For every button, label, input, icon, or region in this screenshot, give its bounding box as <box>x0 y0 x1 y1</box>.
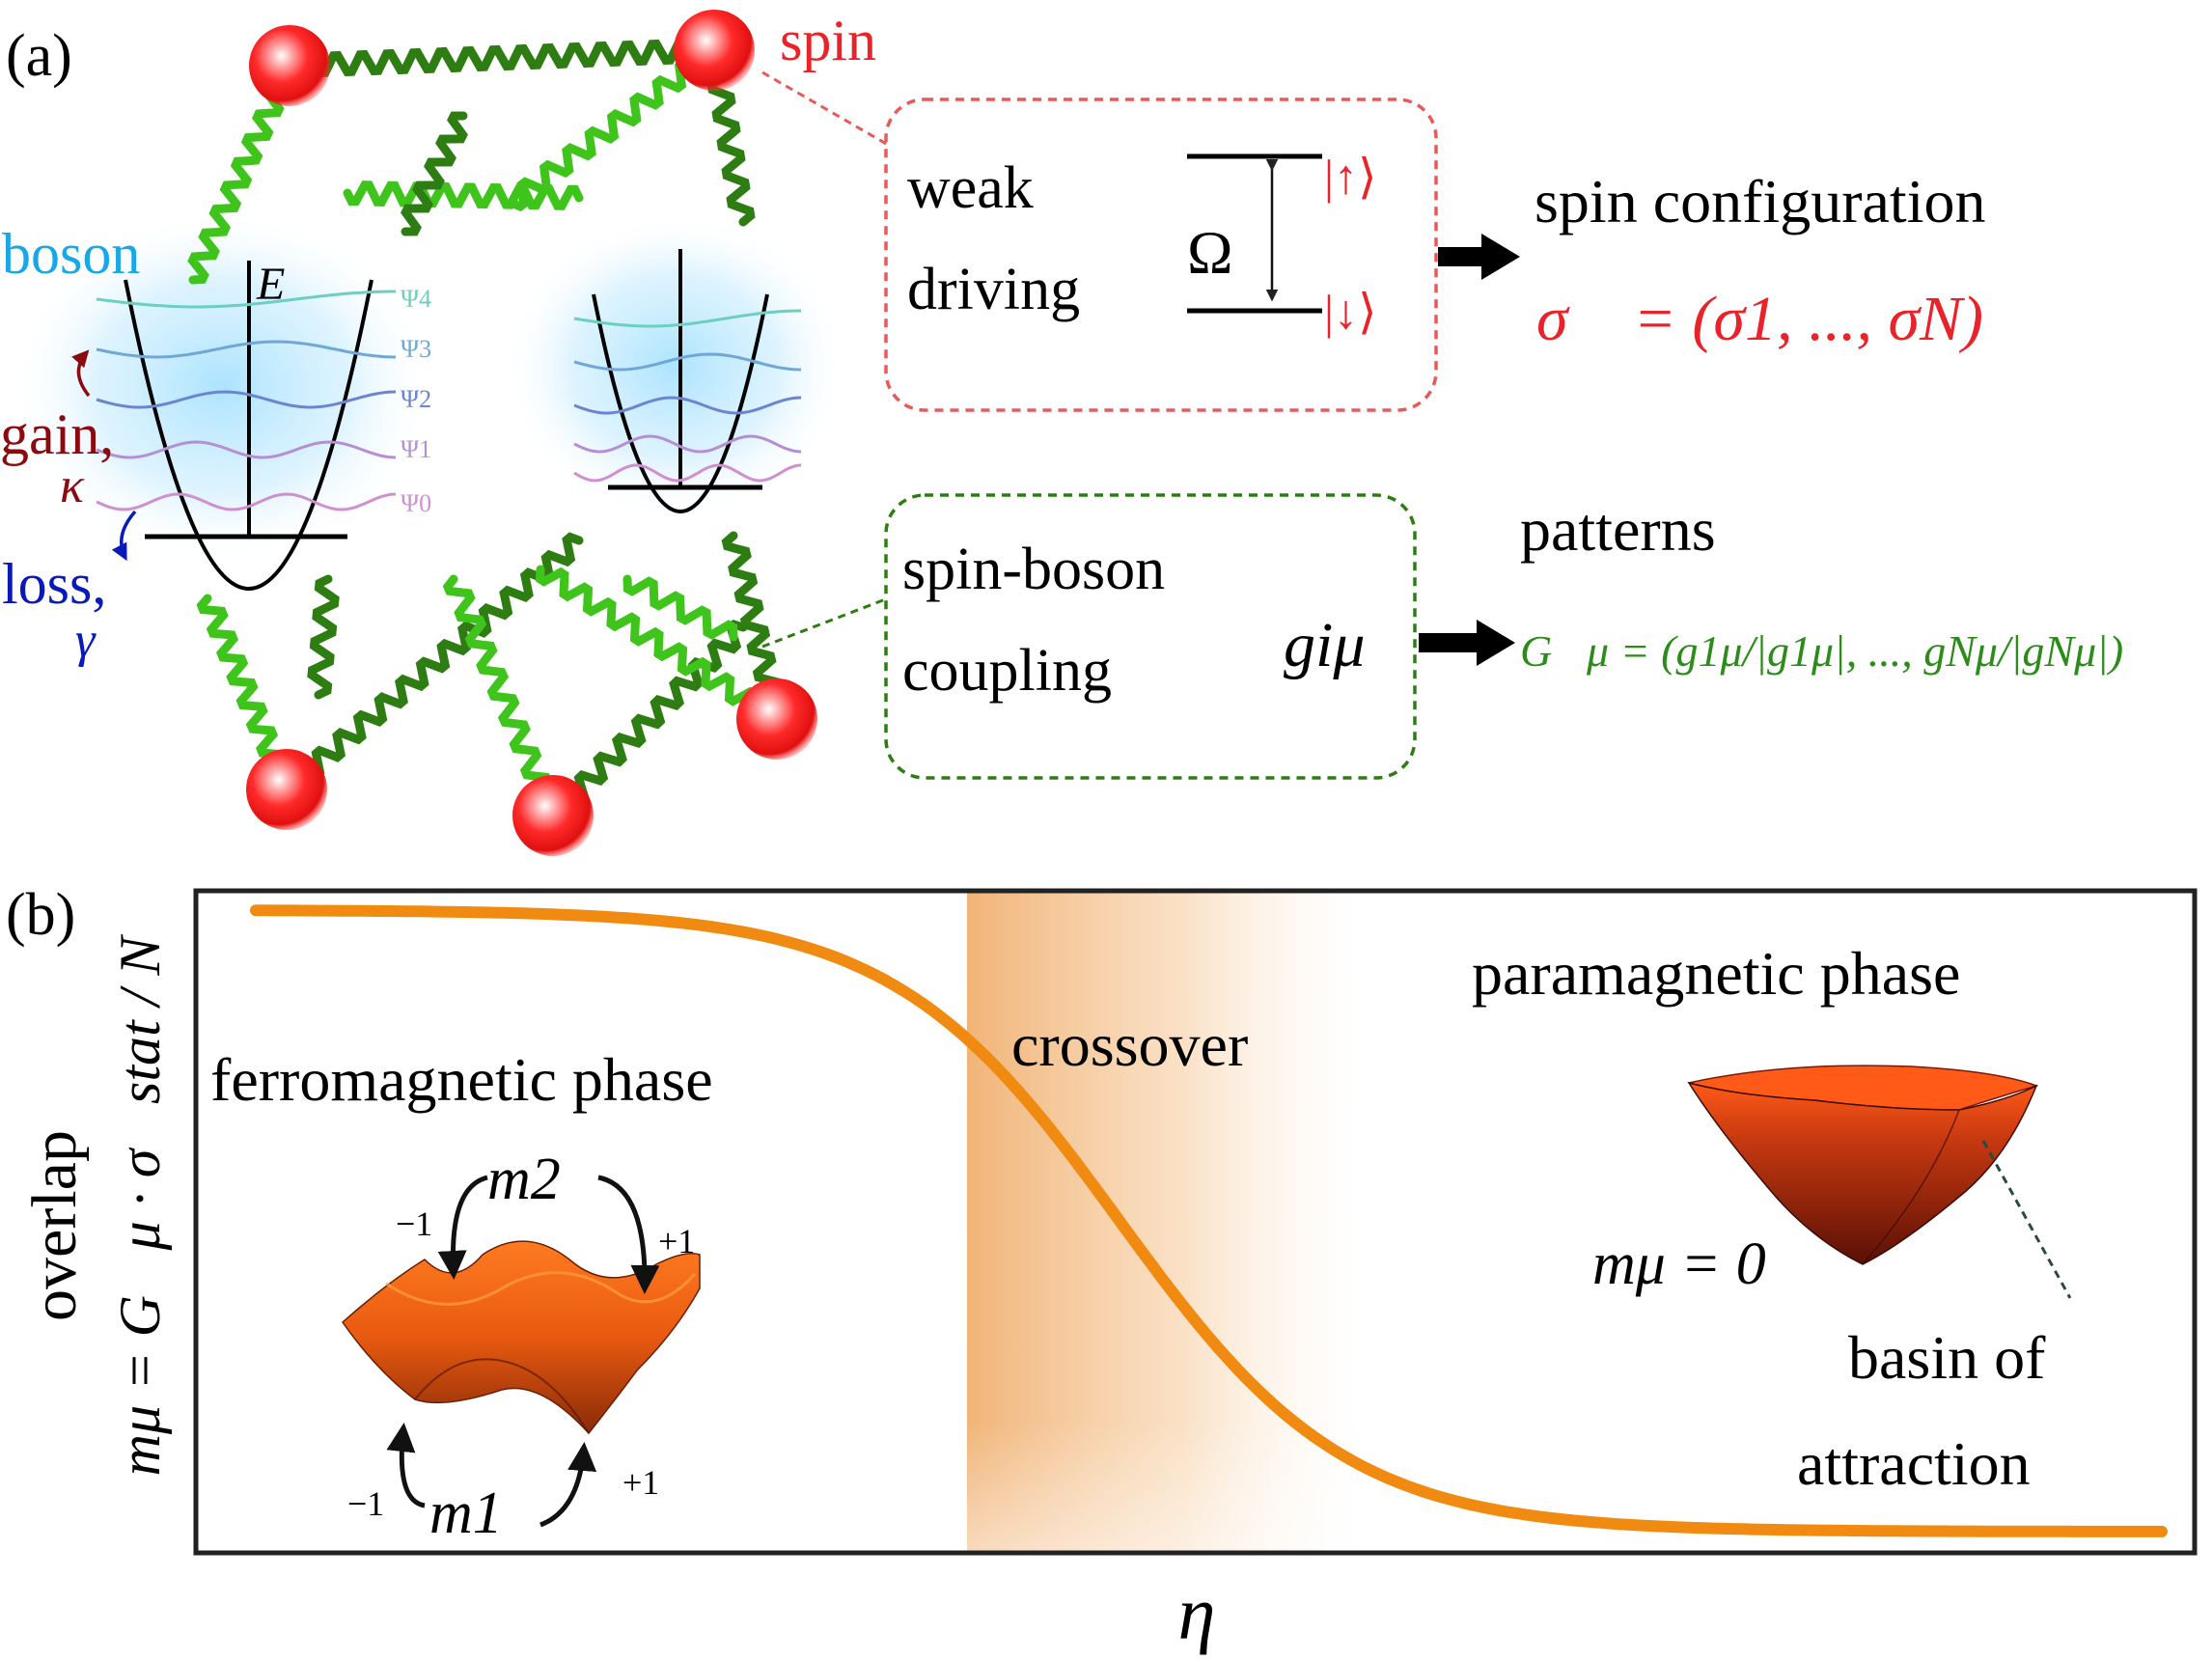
boson-glow-right <box>502 212 849 521</box>
spin-ball <box>512 775 594 856</box>
level-psi3: Ψ3 <box>401 335 431 363</box>
spin-boson-couplings <box>187 37 789 823</box>
spin-ball <box>736 678 817 760</box>
loss-label: loss, <box>2 552 106 616</box>
arrow-m1-left <box>386 1423 426 1508</box>
coupling-wiggle <box>535 565 783 724</box>
ylabel-formula: mμ = G⃗μ · σ⃗stat / N <box>108 934 172 1477</box>
ferro-label: ferromagnetic phase <box>210 1045 713 1114</box>
panel-b: (b) overlap mμ = G⃗μ · σ⃗stat / N η ferr… <box>6 882 2198 1655</box>
driving-line2: driving <box>907 257 1080 322</box>
basin-line1: basin of <box>1848 1323 2046 1392</box>
overlap-curve <box>250 904 2168 1537</box>
level-psi0: Ψ0 <box>401 489 431 517</box>
ferro-plus-one-top: +1 <box>658 1222 695 1260</box>
patterns-formula: G⃗μ = (g1μ/|g1μ|, ..., gNμ/|gNμ|) <box>1520 626 2123 676</box>
level-wavefunction <box>96 290 396 309</box>
coupling-wiggle <box>307 574 340 700</box>
gain-arrow <box>71 349 91 398</box>
loss-symbol: γ <box>75 613 97 668</box>
spin-config-title: spin configuration <box>1535 167 1985 235</box>
crossover-fade <box>967 893 1361 1552</box>
coupling-wiggle <box>401 111 468 236</box>
crossover-label: crossover <box>1011 1010 1248 1079</box>
m-mu-zero-label: mμ = 0 <box>1592 1231 1766 1297</box>
level-wavefunction <box>573 463 802 483</box>
gain-label: gain, <box>0 402 114 466</box>
arrow-m2-right <box>597 1175 660 1294</box>
basin-line2: attraction <box>1797 1429 2031 1498</box>
panel-a: (a) E Ψ4 Ψ3 Ψ2 Ψ1 Ψ0 <box>0 9 2123 856</box>
patterns-title: patterns <box>1520 495 1716 564</box>
level-wavefunction <box>573 309 801 328</box>
ferro-plus-one-bottom: +1 <box>622 1463 659 1502</box>
panel-b-label: (b) <box>6 882 75 948</box>
coupling-box: spin-boson coupling giμ <box>884 493 1417 780</box>
boson-label: boson <box>2 222 140 286</box>
spins <box>246 10 817 856</box>
drive-arrow <box>1438 234 1520 280</box>
coupling-wiggle <box>343 180 584 210</box>
level-wavefunction <box>96 340 397 359</box>
level-wavefunction <box>96 390 397 409</box>
m1-label: m1 <box>429 1480 503 1546</box>
energy-levels-right <box>573 309 802 483</box>
spin-config-formula: σ⃗ = (σ1, ..., σN) <box>1536 284 1983 354</box>
energy-levels-left <box>96 290 397 512</box>
level-psi4: Ψ4 <box>401 285 431 313</box>
ferro-minus-one-top: −1 <box>396 1204 432 1243</box>
spin-connector <box>761 70 889 147</box>
coupling-wiggle <box>507 41 719 212</box>
arrow-m2-left <box>437 1175 488 1280</box>
panel-a-label: (a) <box>6 23 72 89</box>
ylabel-formula-group: mμ = G⃗μ · σ⃗stat / N <box>108 934 172 1477</box>
loss-arrow <box>111 510 137 562</box>
coupling-connector <box>761 596 889 649</box>
coupling-wiggle <box>285 37 719 79</box>
driving-box: weak driving Ω |↑⟩ |↓⟩ <box>884 97 1438 412</box>
arrow-m1-right <box>539 1442 597 1528</box>
ylabel-word: overlap <box>19 1130 90 1321</box>
level-wavefunction <box>573 396 802 415</box>
m2-label: m2 <box>487 1147 561 1212</box>
coupling-symbol: giμ <box>1284 610 1365 680</box>
xlabel: η <box>1178 1571 1216 1655</box>
coupling-wiggle <box>282 532 584 798</box>
spin-up-state: |↑⟩ <box>1324 150 1377 204</box>
level-psi1: Ψ1 <box>401 435 431 463</box>
coupling-wiggle <box>622 574 738 642</box>
ferro-minus-one-bottom: −1 <box>347 1484 384 1523</box>
coupling-line2: coupling <box>902 638 1112 704</box>
para-basin <box>1687 1065 2039 1265</box>
coupling-wiggle <box>548 620 748 823</box>
level-wavefunction <box>96 440 397 459</box>
coupling-wiggle <box>442 574 565 820</box>
ylabel-word-group: overlap <box>19 1130 90 1321</box>
gain-symbol: κ <box>60 458 85 513</box>
driving-line1: weak <box>907 155 1034 221</box>
spin-label: spin <box>780 9 876 72</box>
para-label: paramagnetic phase <box>1472 939 1960 1008</box>
basin-pointer <box>1981 1140 2072 1299</box>
spin-ball <box>249 25 330 106</box>
coupling-line1: spin-boson <box>902 537 1165 602</box>
plot-frame <box>193 888 2198 1556</box>
ferro-landscape <box>342 1240 701 1435</box>
level-wavefunction <box>96 492 397 512</box>
level-psi2: Ψ2 <box>401 385 431 413</box>
level-wavefunction <box>573 434 802 454</box>
spin-ball <box>246 749 327 830</box>
coupling-arrow <box>1419 620 1515 666</box>
spin-ball <box>674 10 755 91</box>
omega-label: Ω <box>1187 218 1233 287</box>
spin-down-state: |↓⟩ <box>1324 285 1377 339</box>
level-wavefunction <box>573 352 802 372</box>
